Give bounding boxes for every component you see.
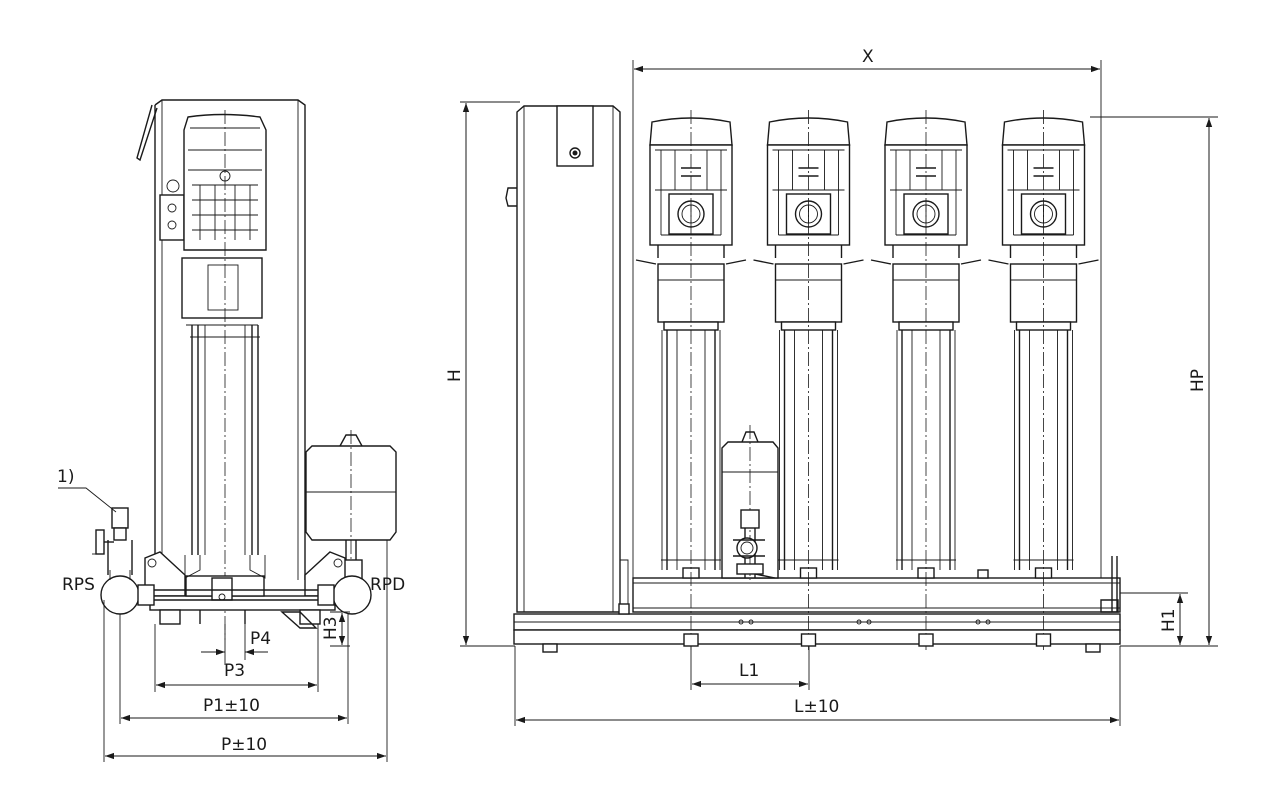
rpd-label: RPD [370, 575, 405, 595]
dim-x-label: X [862, 47, 874, 67]
dim-h1-label: H1 [1159, 608, 1179, 632]
dim-l1-label: L1 [739, 661, 759, 681]
dim-p4-label: P4 [250, 629, 271, 649]
dim-hp-label: HP [1188, 369, 1208, 392]
front-dimensions [460, 60, 1218, 726]
dim-p1-label: P1±10 [203, 696, 260, 716]
dim-p3-label: P3 [224, 661, 245, 681]
front-view [505, 105, 1121, 653]
note-1-leader [58, 487, 117, 513]
dim-h-label: H [445, 369, 465, 382]
pump-unit [753, 110, 864, 650]
pump-unit [635, 110, 747, 650]
side-view [92, 99, 397, 640]
side-dimensions [103, 540, 388, 762]
dim-l-label: L±10 [794, 697, 839, 717]
pump-group [635, 110, 1099, 650]
note-1-label: 1) [57, 467, 74, 487]
pump-unit [870, 110, 982, 650]
rps-label: RPS [62, 575, 95, 595]
pump-unit [988, 110, 1099, 650]
dim-p-label: P±10 [221, 735, 267, 755]
dim-h3-label: H3 [321, 616, 341, 640]
